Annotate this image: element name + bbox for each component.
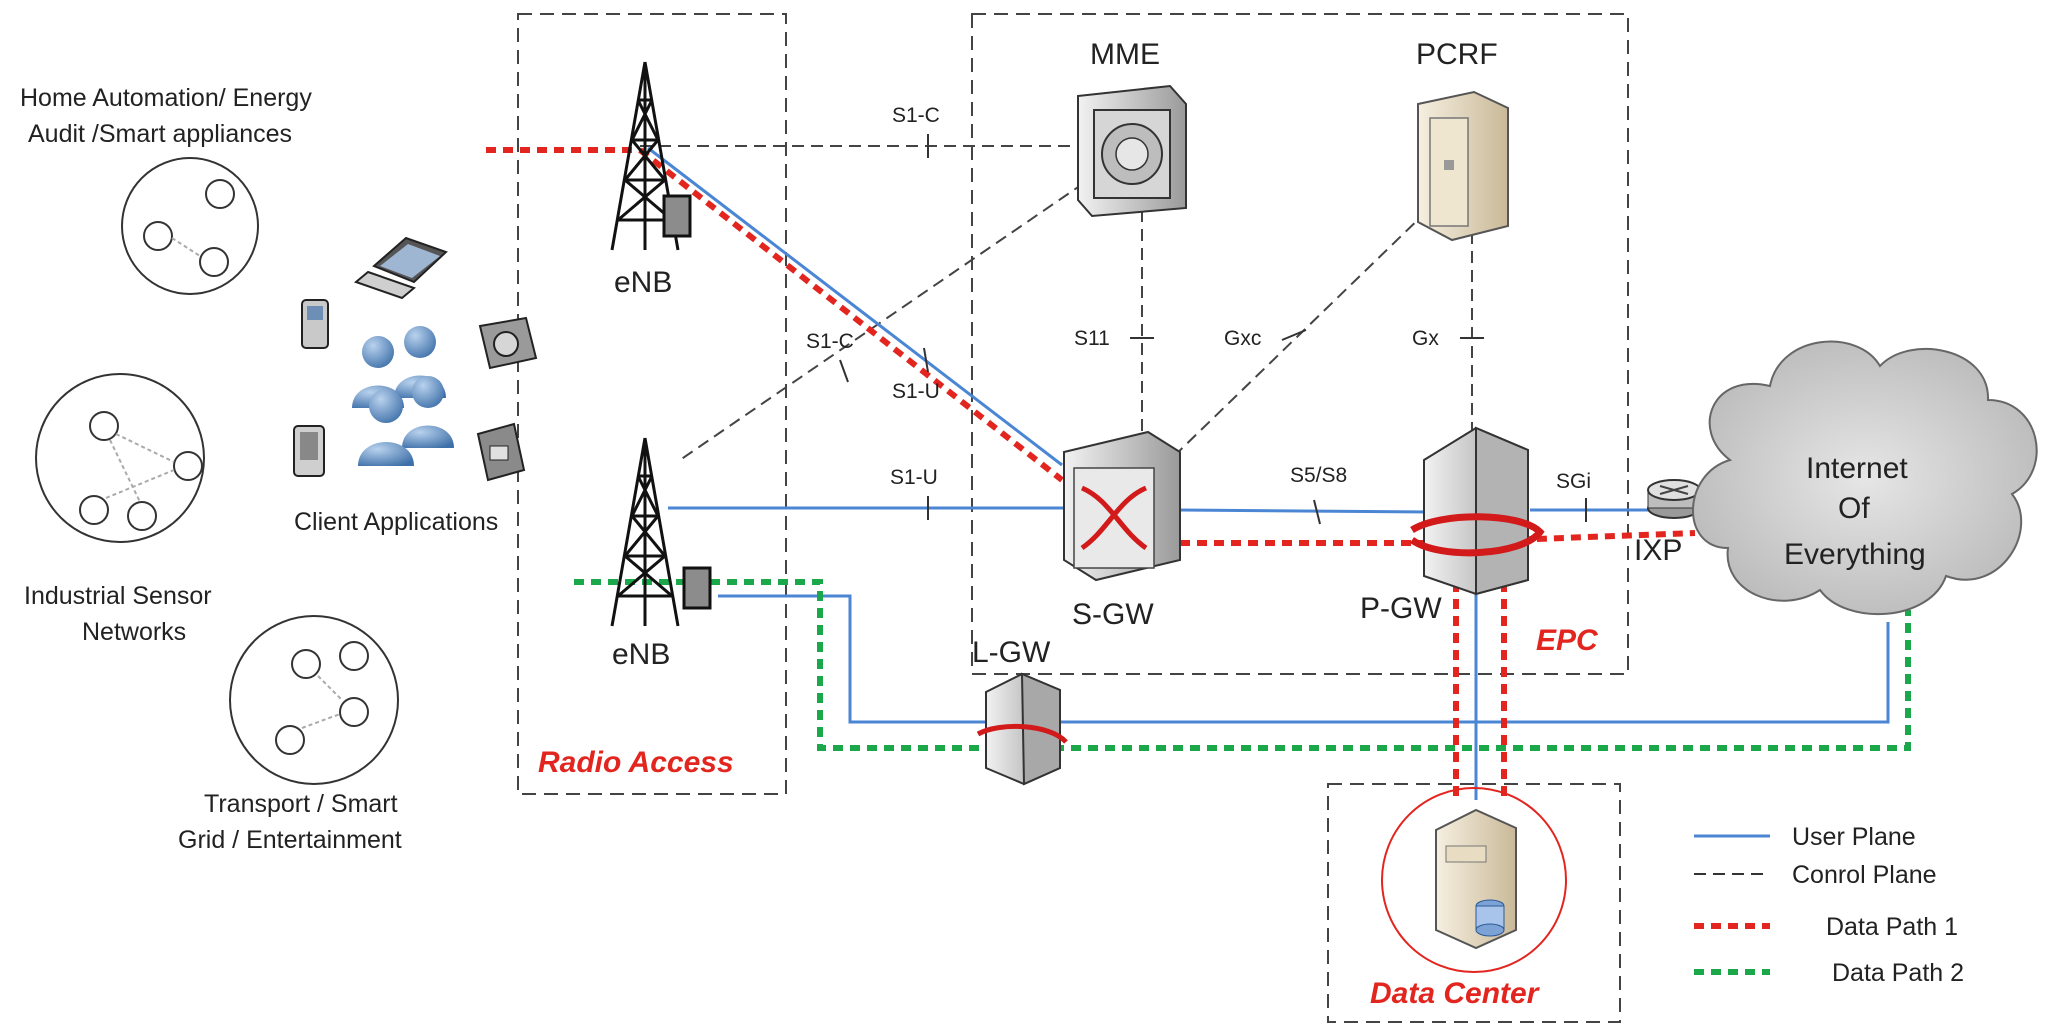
data-center-ring bbox=[1381, 787, 1567, 973]
data-center-title: Data Center bbox=[1370, 977, 1541, 1010]
legend-item-data-path-1: Data Path 1 bbox=[1694, 913, 1958, 941]
camera-icon bbox=[478, 316, 538, 370]
smartphone-icon bbox=[293, 425, 325, 477]
home-automation-label-2: Audit /Smart appliances bbox=[28, 120, 292, 148]
transport-cluster[interactable] bbox=[229, 615, 399, 785]
sgw-switch[interactable] bbox=[1063, 430, 1181, 582]
mobile-phone-icon bbox=[301, 299, 329, 349]
ixp-router[interactable] bbox=[1647, 479, 1701, 519]
data-center-region bbox=[1327, 783, 1621, 1023]
lgw-router[interactable] bbox=[976, 672, 1068, 786]
legend-label-data-path-2: Data Path 2 bbox=[1832, 959, 1964, 987]
control-plane-links bbox=[640, 145, 1473, 461]
legend-item-data-path-2: Data Path 2 bbox=[1694, 959, 1964, 987]
enb-bottom-tower[interactable] bbox=[610, 437, 712, 627]
cloud-text-line2: Of bbox=[1838, 492, 1870, 525]
mme-server[interactable] bbox=[1077, 84, 1187, 218]
legend-label-data-path-1: Data Path 1 bbox=[1826, 913, 1958, 941]
radio-access-title: Radio Access bbox=[538, 746, 734, 779]
transport-label-2: Grid / Entertainment bbox=[178, 826, 402, 854]
pgw-router[interactable] bbox=[1409, 426, 1545, 596]
client-applications-group[interactable] bbox=[293, 236, 538, 482]
ixp-label: IXP bbox=[1634, 534, 1682, 567]
transport-label-1: Transport / Smart bbox=[204, 790, 398, 818]
legend: User Plane Conrol Plane Data Path 1 Data… bbox=[1694, 823, 1964, 987]
laptop-icon bbox=[354, 236, 448, 300]
industrial-sensor-cluster[interactable] bbox=[35, 373, 205, 543]
s1u-mid-label: S1-U bbox=[892, 380, 940, 403]
data-center-server[interactable] bbox=[1435, 808, 1517, 950]
pcrf-label: PCRF bbox=[1416, 38, 1498, 71]
home-automation-cluster[interactable] bbox=[121, 157, 259, 295]
pcrf-server[interactable] bbox=[1417, 90, 1509, 242]
camcorder-icon bbox=[476, 422, 526, 482]
interface-ticks bbox=[839, 134, 1587, 525]
mme-label: MME bbox=[1090, 38, 1160, 71]
cloud-text-line3: Everything bbox=[1784, 538, 1926, 571]
user-plane-links bbox=[647, 146, 1890, 800]
epc-region bbox=[971, 13, 1629, 675]
sgi-label: SGi bbox=[1556, 470, 1591, 493]
industrial-sensor-label-1: Industrial Sensor bbox=[24, 582, 212, 610]
legend-label-control-plane: Conrol Plane bbox=[1792, 861, 1937, 889]
people-group-icon bbox=[352, 326, 454, 466]
data-path-2 bbox=[574, 579, 1911, 751]
s1c-top-label: S1-C bbox=[892, 104, 940, 127]
enb-bottom-label: eNB bbox=[612, 638, 670, 671]
legend-item-control-plane: Conrol Plane bbox=[1694, 861, 1937, 889]
cloud-text-line1: Internet bbox=[1806, 452, 1908, 485]
s11-label: S11 bbox=[1074, 327, 1110, 350]
s1u-low-label: S1-U bbox=[890, 466, 938, 489]
data-path-1 bbox=[486, 147, 1696, 800]
gxc-label: Gxc bbox=[1224, 327, 1261, 350]
legend-label-user-plane: User Plane bbox=[1792, 823, 1916, 851]
sgw-label: S-GW bbox=[1072, 598, 1154, 631]
enb-top-tower[interactable] bbox=[610, 61, 692, 251]
epc-title: EPC bbox=[1536, 624, 1599, 657]
legend-item-user-plane: User Plane bbox=[1694, 823, 1916, 851]
radio-access-region bbox=[517, 13, 787, 795]
enb-top-label: eNB bbox=[614, 266, 672, 299]
lgw-label: L-GW bbox=[972, 636, 1051, 669]
s1c-mid-label: S1-C bbox=[806, 330, 854, 353]
home-automation-label-1: Home Automation/ Energy bbox=[20, 84, 312, 112]
internet-cloud[interactable] bbox=[1692, 340, 2038, 616]
client-applications-label: Client Applications bbox=[294, 508, 498, 536]
s5s8-label: S5/S8 bbox=[1290, 464, 1347, 487]
gx-label: Gx bbox=[1412, 327, 1439, 350]
pgw-label: P-GW bbox=[1360, 592, 1442, 625]
industrial-sensor-label-2: Networks bbox=[82, 618, 186, 646]
